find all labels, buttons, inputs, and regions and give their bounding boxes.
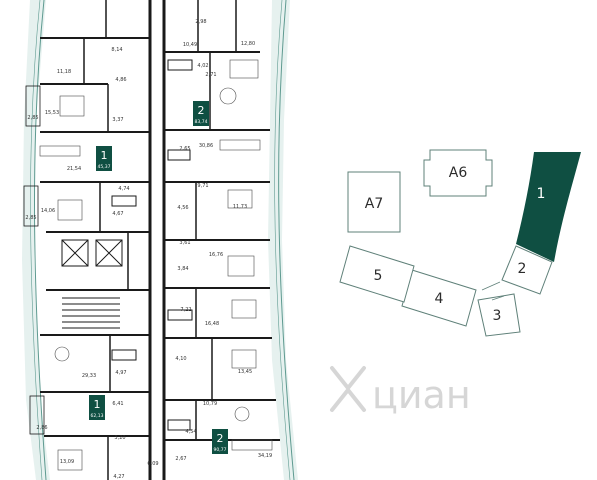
facade-tint-left — [22, 0, 50, 480]
room-area: 16,76 — [209, 252, 223, 258]
apartment-area: 62,13 — [91, 413, 104, 419]
room-area: 4,97 — [115, 370, 126, 376]
plan-walls — [40, 0, 280, 480]
room-area: 15,53 — [45, 110, 59, 116]
room-area: 2,98 — [195, 19, 206, 25]
room-area: 10,49 — [183, 42, 197, 48]
key-building-label: A7 — [365, 196, 383, 212]
room-area: 4,74 — [118, 186, 129, 192]
key-building-label: 2 — [518, 261, 527, 277]
room-area: 9,71 — [197, 183, 208, 189]
room-area: 4,56 — [177, 205, 188, 211]
room-area: 7,22 — [180, 307, 191, 313]
room-area: 8,14 — [111, 47, 122, 53]
apartment-rooms: 2 — [217, 432, 224, 445]
key-building-1[interactable]: 1 — [516, 152, 581, 262]
room-area: 29,33 — [82, 373, 96, 379]
apartment-area: 90,77 — [214, 447, 227, 453]
facade-left-inner — [30, 0, 43, 480]
apartment-badge[interactable]: 2 90,77 — [212, 429, 228, 454]
room-area: 3,20 — [114, 435, 125, 441]
room-area: 4,02 — [197, 63, 208, 69]
key-building-label: 5 — [374, 268, 383, 284]
apartment-badge[interactable]: 1 45,37 — [96, 146, 112, 171]
key-building-label: 4 — [435, 291, 444, 307]
apartment-rooms: 1 — [94, 398, 101, 411]
facade-tint-right — [268, 0, 298, 480]
room-area: 2,86 — [36, 425, 47, 431]
key-building-label: 3 — [493, 308, 502, 324]
apartment-area: 83,74 — [195, 119, 208, 125]
apartment-badge[interactable]: 2 83,74 — [193, 101, 209, 126]
key-plan: A6 A7 1 2 3 4 5 — [339, 149, 581, 337]
room-area: 3,61 — [179, 240, 190, 246]
room-area: 10,79 — [203, 401, 217, 407]
facade-right-inner — [274, 0, 291, 480]
room-area: 4,54 — [185, 429, 196, 435]
watermark-text: циан — [372, 373, 471, 417]
key-connector — [481, 281, 505, 301]
room-area: 12,80 — [241, 41, 255, 47]
key-building-label: A6 — [449, 165, 468, 181]
room-area: 13,09 — [60, 459, 74, 465]
room-area: 2,65 — [179, 146, 190, 152]
room-area: 34,19 — [258, 453, 272, 459]
key-building-2[interactable]: 2 — [501, 245, 553, 295]
apartment-badge[interactable]: 1 62,13 — [89, 395, 105, 420]
key-building-4[interactable]: 4 — [401, 269, 477, 327]
room-area: 2,85 — [25, 215, 36, 221]
room-area: 2,71 — [205, 72, 216, 78]
core-elements — [61, 59, 193, 431]
apartment-rooms: 2 — [198, 104, 205, 117]
balconies — [23, 85, 45, 435]
key-building-a7[interactable]: A7 — [347, 171, 401, 233]
apartment-area: 45,37 — [98, 164, 111, 170]
room-area: 2,85 — [27, 115, 38, 121]
room-area: 4,86 — [115, 77, 126, 83]
apartment-rooms: 1 — [101, 149, 108, 162]
room-area: 16,48 — [205, 321, 219, 327]
room-area: 13,45 — [238, 369, 252, 375]
room-area: 4,27 — [113, 474, 124, 480]
watermark-logo-icon — [330, 366, 366, 412]
watermark: циан — [330, 366, 471, 417]
room-area: 11,18 — [57, 69, 71, 75]
room-area: 6,41 — [112, 401, 123, 407]
key-building-a6[interactable]: A6 — [423, 149, 493, 197]
room-area: 3,84 — [177, 266, 188, 272]
room-area: 4,67 — [112, 211, 123, 217]
room-area: 11,73 — [233, 204, 247, 210]
facade-right — [278, 0, 295, 480]
key-building-3[interactable]: 3 — [477, 293, 521, 337]
room-area: 14,06 — [41, 208, 55, 214]
facade-left — [34, 0, 47, 480]
key-building-5[interactable]: 5 — [339, 245, 415, 303]
room-area: 3,37 — [112, 117, 123, 123]
room-area: 4,10 — [175, 356, 186, 362]
room-area: 30,86 — [199, 143, 213, 149]
room-area: 21,54 — [67, 166, 81, 172]
room-area-labels: 2,98 10,49 12,80 8,14 11,18 4,86 4,02 2,… — [25, 19, 272, 480]
room-area: 2,67 — [175, 456, 186, 462]
key-building-label: 1 — [537, 186, 546, 202]
furniture — [39, 59, 273, 471]
room-area: 6,09 — [147, 461, 158, 467]
